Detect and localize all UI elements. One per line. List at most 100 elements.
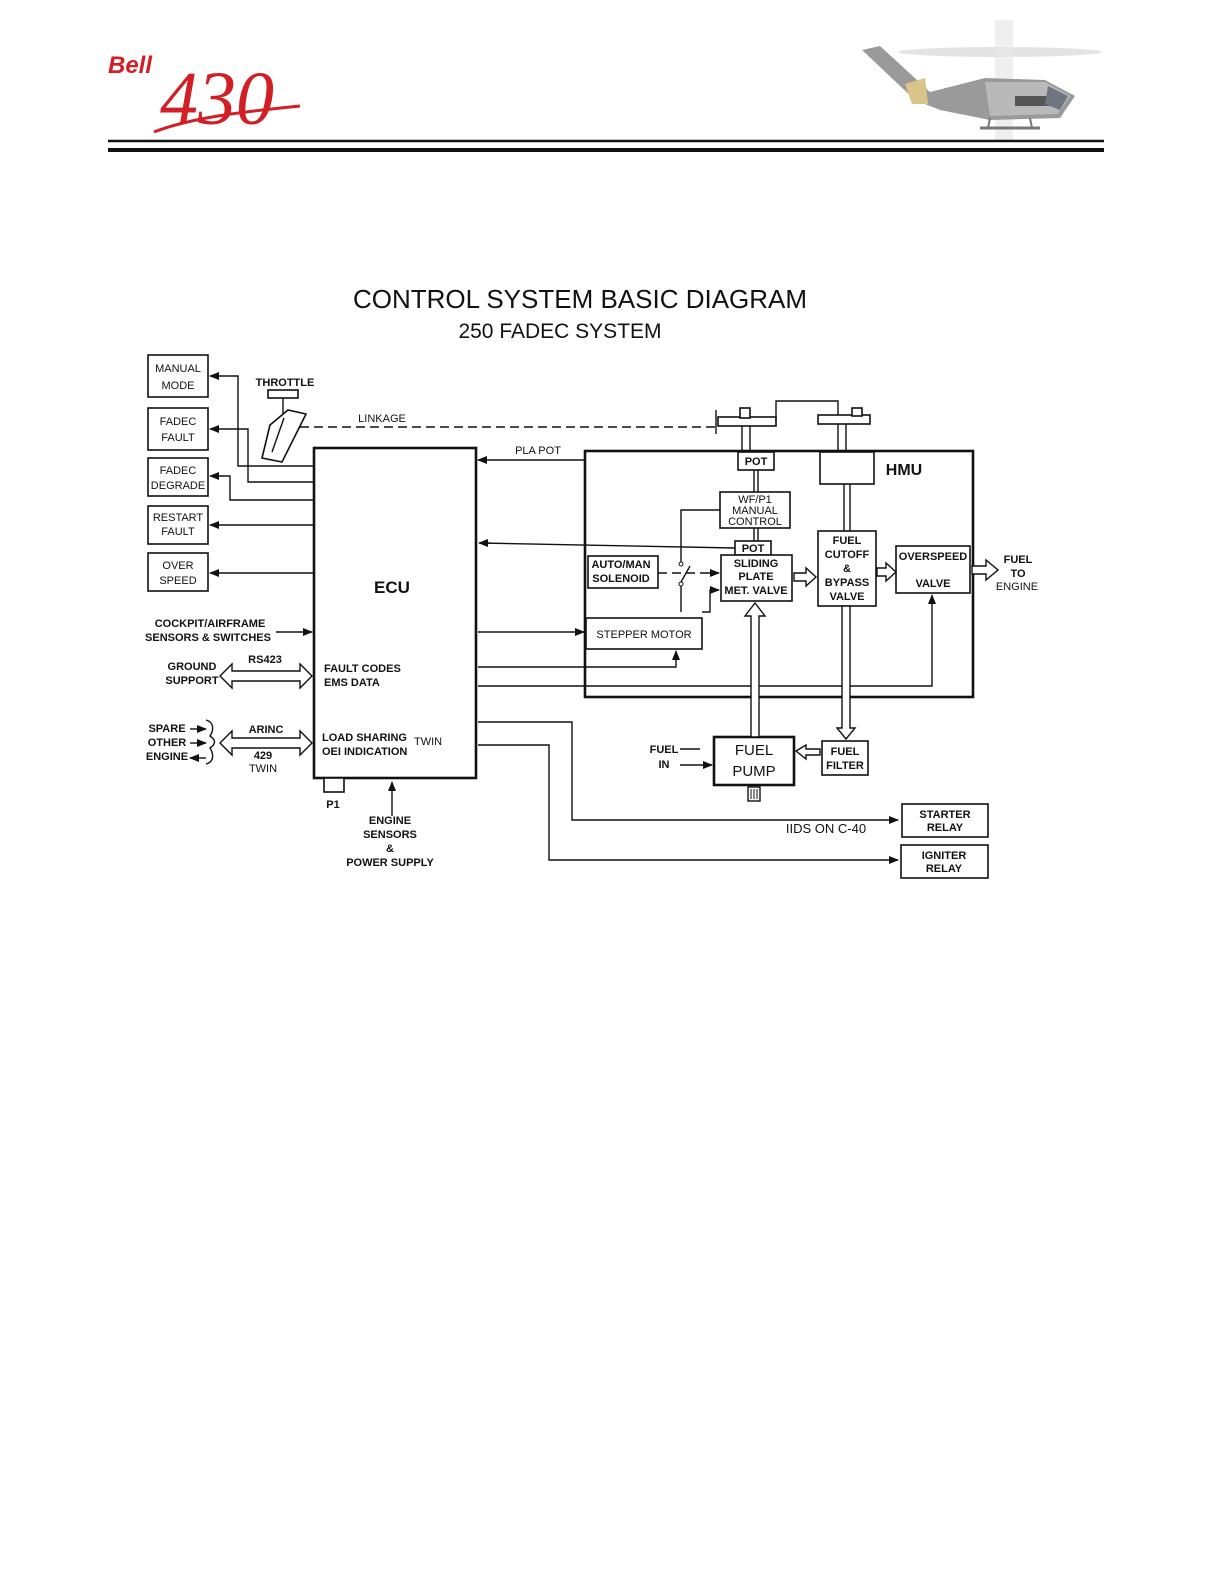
overspeed-label-2: VALVE [915,578,950,590]
sliding-to-cutoff-arrow [793,566,818,588]
manual-mode-label-2: MODE [162,380,195,392]
iids-label: IIDS ON C-40 [786,821,866,836]
over-speed-label-2: SPEED [159,575,196,587]
stepper-label: STEPPER MOTOR [596,629,691,641]
pla-pot-label: PLA POT [515,445,561,457]
wf-label-3: CONTROL [728,516,782,528]
starter-label-1: STARTER [919,809,970,821]
auto-man-label-1: AUTO/MAN [591,559,650,571]
fuel-cutoff-label-4: BYPASS [825,577,869,589]
fuel-filter-box: FUEL FILTER [821,740,869,776]
manual-mode-label-1: MANUAL [155,363,201,375]
sliding-plate-valve-box: SLIDING PLATE MET. VALVE [720,554,793,602]
ecu-title: ECU [374,578,410,597]
diagram-subtitle: 250 FADEC SYSTEM [458,320,661,343]
a429-label: 429 [254,750,272,762]
fadec-fault-box: FADEC FAULT [147,407,209,451]
fadec-degrade-label-1: FADEC [160,465,197,477]
other-label: OTHER [148,737,187,749]
hmu-pot-mid: POT [734,540,772,556]
diagram-title: CONTROL SYSTEM BASIC DIAGRAM [353,284,807,314]
sliding-label-2: PLATE [738,571,773,583]
pot-top-label: POT [745,456,768,468]
fadec-degrade-box: FADEC DEGRADE [147,457,209,497]
cutoff-to-overspeed-arrow [876,561,898,583]
linkage-label: LINKAGE [358,413,406,425]
throttle-label: THROTTLE [256,377,315,389]
overspeed-valve-box: OVERSPEED VALVE [895,545,971,594]
over-speed-box: OVER SPEED [147,552,209,592]
starter-relay-output: IIDS ON C-40 STARTER RELAY [478,721,989,838]
auto-man-label-2: SOLENOID [592,573,650,585]
igniter-label-2: RELAY [926,863,963,875]
status-arrows [209,372,314,577]
fuel-to-engine-label-2: TO [1010,568,1026,580]
hmu-pot-top: POT [737,451,775,471]
ecu-fault-codes-label: FAULT CODES [324,663,401,675]
engine-label: ENGINE [146,751,188,763]
throttle-lever: THROTTLE [256,377,315,463]
engine-sensors-label-2: SENSORS [363,829,417,841]
over-speed-label-1: OVER [162,560,193,572]
starter-label-2: RELAY [927,822,964,834]
fuel-cutoff-label-2: CUTOFF [825,549,870,561]
sliding-label-1: SLIDING [734,558,779,570]
pot-mid-to-ecu-line [479,542,736,549]
wf-label-1: WF/P1 [738,494,772,506]
ecu-p1-label: P1 [326,799,339,811]
filter-to-pump-arrow [794,743,821,761]
ecu-ems-data-label: EMS DATA [324,677,380,689]
fuel-pump-label-2: PUMP [732,763,775,780]
ecu-twin-label: TWIN [414,736,442,748]
logo-430-text: 430 [160,57,274,141]
wf-p1-manual-control-box: WF/P1 MANUAL CONTROL [719,491,791,529]
cutoff-to-filter-arrow [835,605,857,741]
fuel-in-input: FUEL IN [650,744,713,771]
spare-label: SPARE [148,723,185,735]
cockpit-label-1: COCKPIT/AIRFRAME [155,618,266,630]
auto-man-solenoid-box: AUTO/MAN SOLENOID [587,555,659,589]
ecu-hmu-signal-lines [478,594,936,687]
engine-sensors-label-4: POWER SUPPLY [346,857,434,869]
fuel-filter-label-2: FILTER [826,760,864,772]
fuel-to-engine-label-1: FUEL [1004,554,1033,566]
ground-support-link: GROUND SUPPORT RS423 [165,654,313,690]
hmu-box: HMU POT WF/P1 MANUAL CONTROL POT SLIDING… [478,449,975,699]
pump-to-sliding-arrow [743,601,767,738]
cockpit-label-2: SENSORS & SWITCHES [145,632,271,644]
fuel-cutoff-bypass-valve-box: FUEL CUTOFF & BYPASS VALVE [817,530,877,607]
sliding-label-3: MET. VALVE [724,585,787,597]
fuel-in-label-2: IN [659,759,670,771]
fuel-to-engine-output: FUEL TO ENGINE [971,554,1038,593]
twin-bottom-label: TWIN [249,763,277,775]
restart-fault-label-2: FAULT [161,526,195,538]
stepper-motor-box: STEPPER MOTOR [585,617,703,650]
fuel-cutoff-label-5: VALVE [829,591,864,603]
ecu-box: ECU FAULT CODES EMS DATA LOAD SHARING OE… [312,446,478,811]
ground-label-1: GROUND [168,661,217,673]
fuel-pump-label-1: FUEL [735,742,773,759]
fuel-cutoff-label-3: & [843,563,851,575]
spare-engine-link: SPARE OTHER ENGINE ARINC 429 TWIN [146,719,313,775]
header-rule [108,139,1104,152]
helicopter-photo [862,20,1102,140]
fuel-filter-label-1: FUEL [831,746,860,758]
hmu-title: HMU [886,462,922,479]
arinc-label: ARINC [249,724,284,736]
manual-mode-box: MANUAL MODE [147,354,209,398]
solenoid-switch [658,509,720,612]
logo-bell-text: Bell [108,52,153,79]
engine-sensors-label-1: ENGINE [369,815,411,827]
ecu-oei-indication-label: OEI INDICATION [322,746,407,758]
restart-fault-label-1: RESTART [153,512,204,524]
ground-label-2: SUPPORT [165,675,218,687]
engine-sensors-input: ENGINE SENSORS & POWER SUPPLY [346,781,434,869]
hmu-upper-block [819,451,875,485]
fadec-degrade-label-2: DEGRADE [151,480,205,492]
ecu-load-sharing-label: LOAD SHARING [322,732,407,744]
fuel-pump-box: FUEL PUMP [712,735,796,802]
fuel-in-label-1: FUEL [650,744,679,756]
fuel-cutoff-label-1: FUEL [833,535,862,547]
